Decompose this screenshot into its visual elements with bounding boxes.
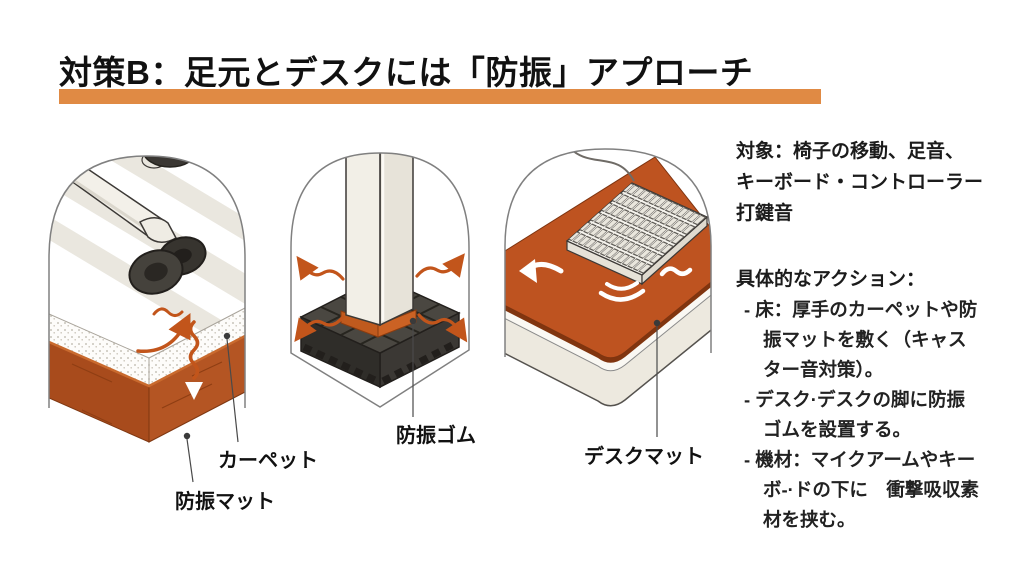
action-line: 材を挟む。 (763, 509, 856, 530)
action-line: ボ-·ドの下に 衝撃吸収素 (763, 479, 979, 500)
chair-leg (55, 158, 178, 243)
arch-outline (48, 155, 246, 408)
leader-line-mat (183, 432, 194, 483)
page-title: 対策B：足元とデスクには「防振」アプローチ (59, 54, 754, 91)
illustration-desk-mat-keyboard (504, 148, 712, 437)
down-arrow-icon (185, 382, 203, 400)
action-line: 振マットを敷く（キャス (763, 329, 967, 350)
action-line: ゴムを設置する。 (763, 419, 912, 440)
leader-line-deskmat (653, 319, 661, 437)
sidebar-text: 対象：椅子の移動、足音、 キーボード・コントローラー 打鍵音 具体的なアクション… (736, 136, 1022, 535)
action-line: ター音対策）。 (763, 359, 884, 380)
leader-line-rubber (409, 317, 417, 417)
label-desk-mat: デスクマット (584, 446, 704, 468)
arch-outline (290, 152, 470, 408)
arch-outline (504, 148, 712, 357)
action-line: - 機材：マイクアームやキー (744, 449, 976, 470)
target-line: 対象：椅子の移動、足音、 (736, 141, 965, 162)
desk-leg (345, 153, 414, 327)
label-carpet: カーペット (218, 450, 318, 472)
action-line: - デスク·デスクの脚に防振 (744, 389, 965, 410)
illustration-chair-caster (48, 155, 246, 483)
vibration-arrow-icon (294, 253, 468, 343)
keyboard (565, 182, 709, 286)
left-arrow-icon (519, 259, 537, 283)
label-vibration-mat: 防振マット (175, 491, 275, 513)
actions-header: 具体的なアクション： (736, 269, 926, 290)
leader-line-carpet (223, 332, 239, 443)
illustration-desk-leg-rubber (290, 152, 470, 417)
title-accent-bar (59, 89, 821, 104)
label-vibration-rubber: 防振ゴム (396, 425, 476, 447)
vibration-arrow-icon (136, 307, 200, 380)
caster-wheels (128, 236, 207, 295)
target-line: 打鍵音 (736, 203, 794, 224)
target-line: キーボード・コントローラー (736, 172, 984, 193)
action-line: - 床：厚手のカーペットや防 (744, 299, 978, 320)
